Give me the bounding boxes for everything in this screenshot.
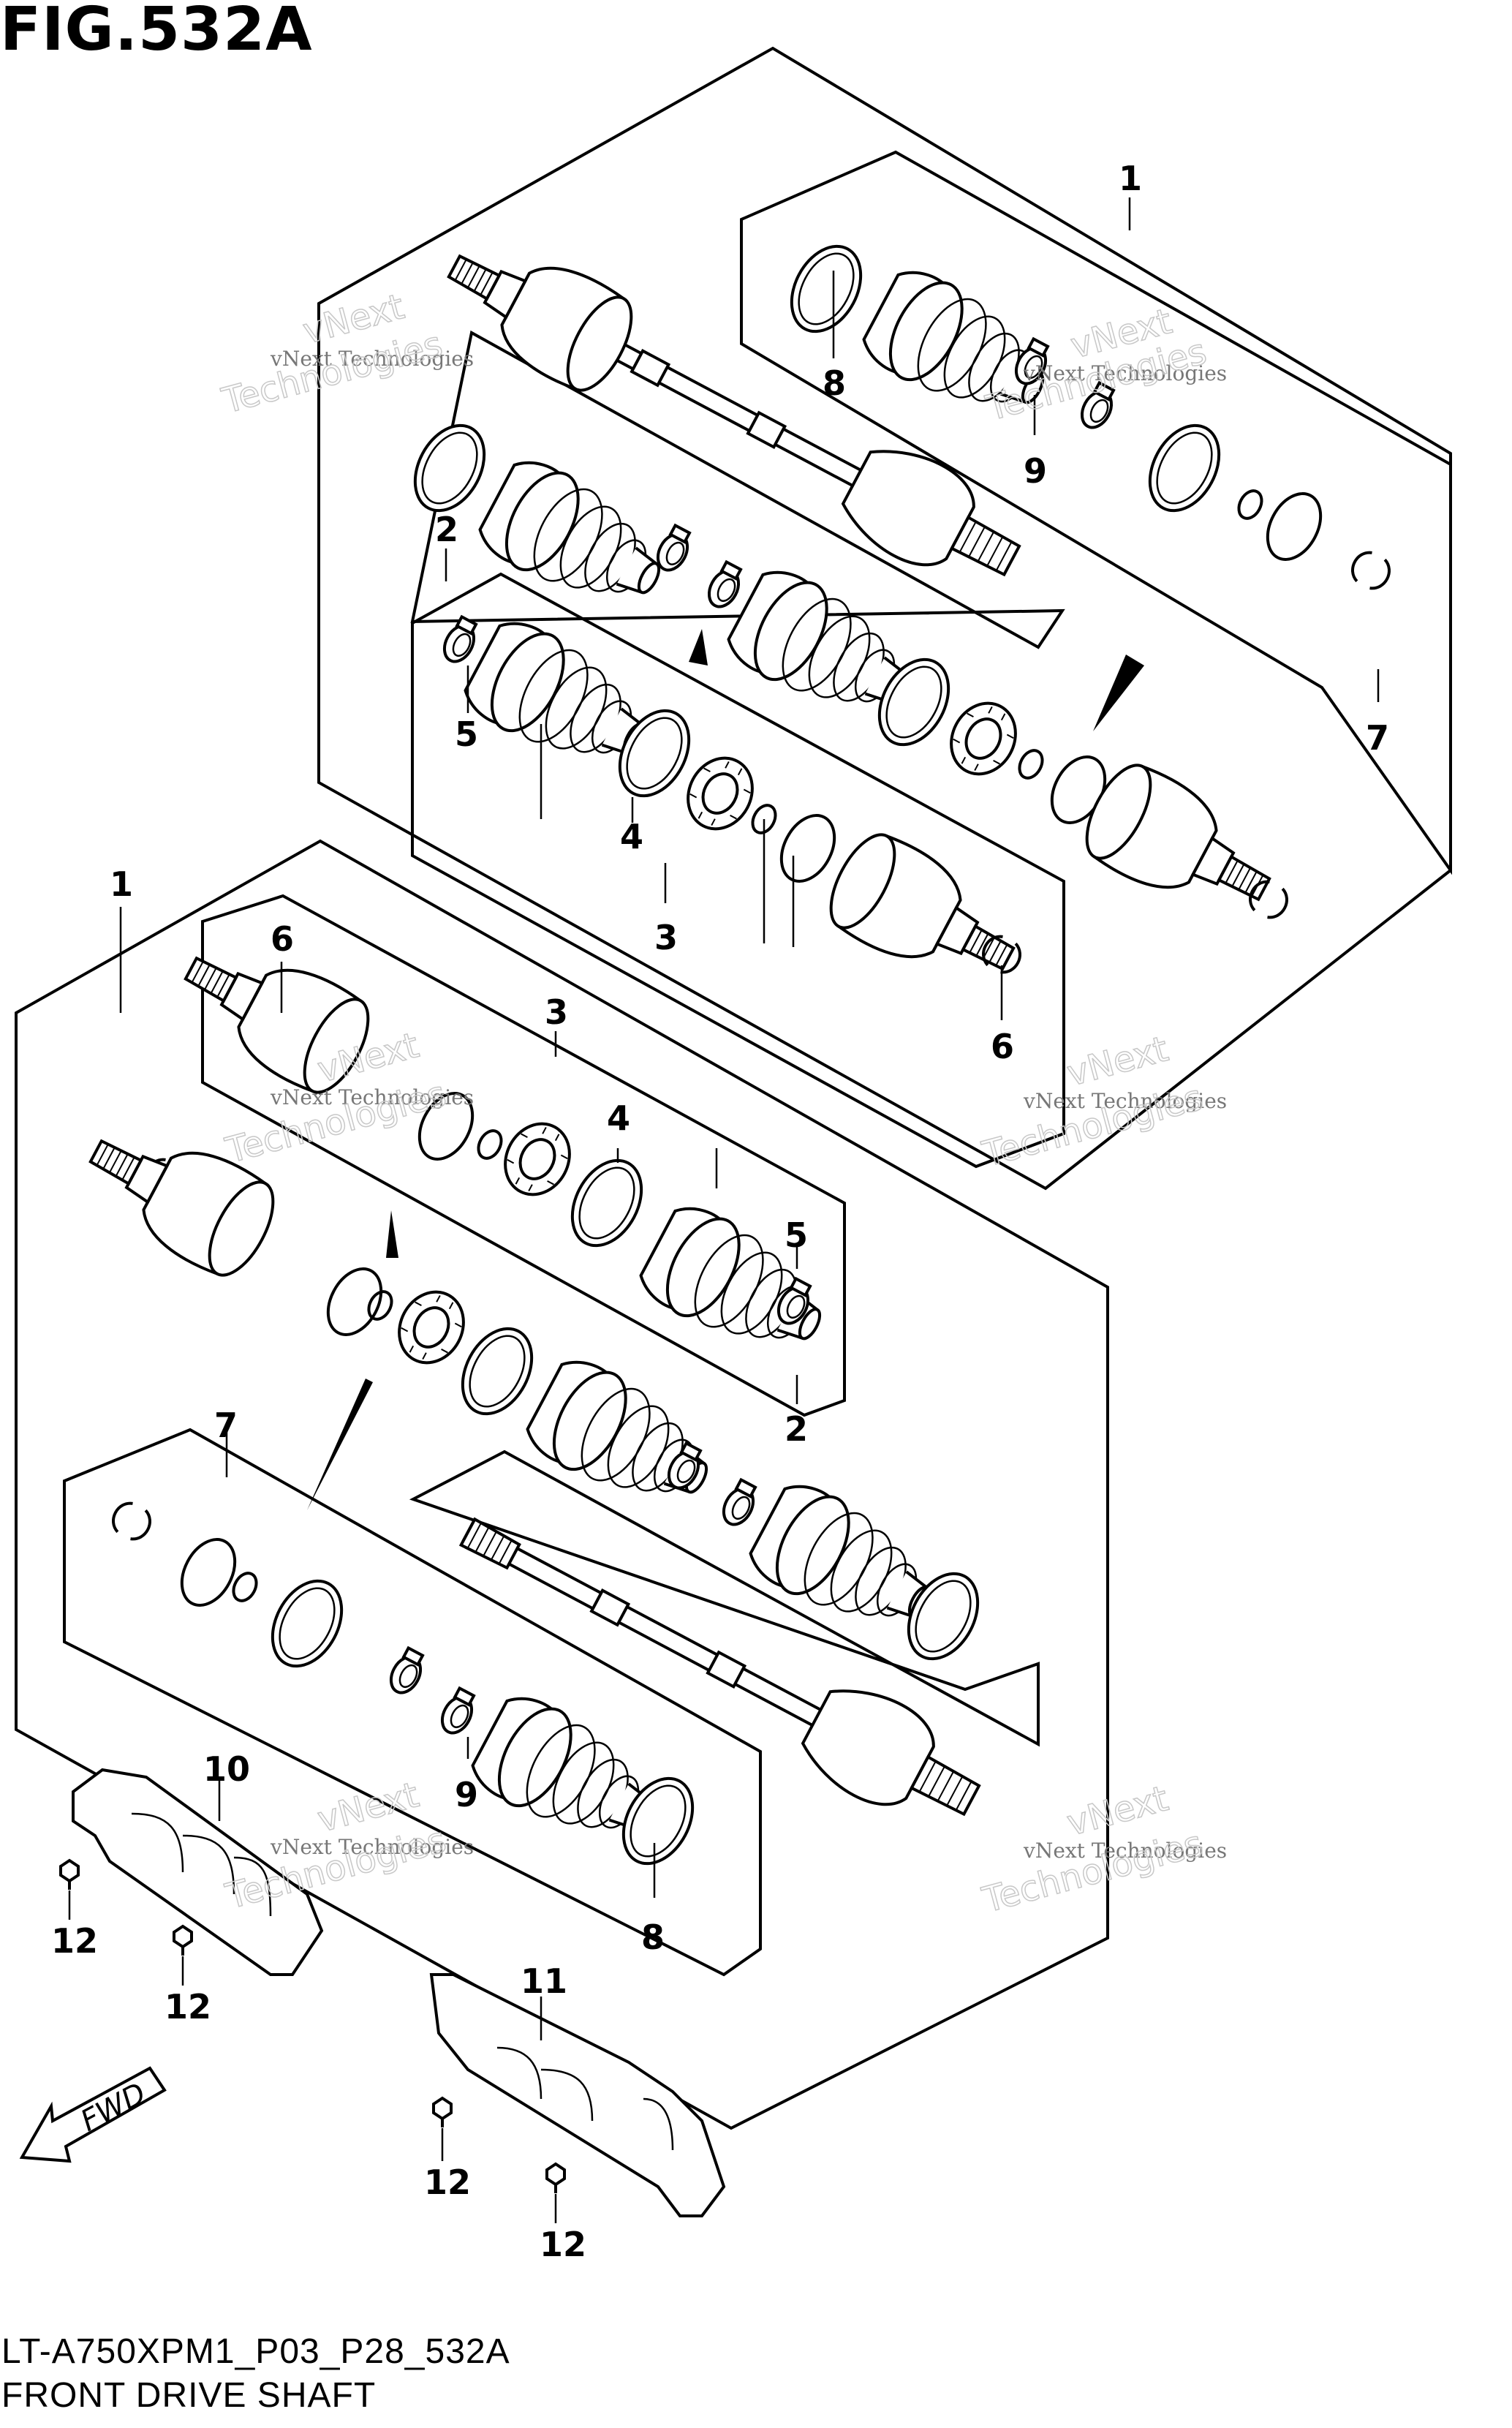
arrow-b: [1093, 655, 1144, 731]
callout-8-bottom: 8: [641, 1918, 665, 1957]
callout-12-a: 12: [51, 1921, 98, 1961]
lower-band-d: [259, 1569, 355, 1678]
lower-circlip-c: [108, 1498, 156, 1544]
callout-4-top: 4: [620, 817, 643, 856]
inner-cage: [676, 747, 764, 840]
callout-7-top: 7: [1366, 718, 1389, 758]
lower-band-e: [610, 1767, 706, 1876]
svg-text:vNext Technologies: vNext Technologies: [1023, 1839, 1227, 1863]
inner-housing: [817, 823, 1033, 1006]
lower-top-smallring: [474, 1127, 506, 1162]
lower-clamp-e: [436, 1687, 480, 1738]
upper-circlip: [1347, 548, 1395, 593]
callout-1-left: 1: [110, 864, 133, 904]
arrow-c: [307, 1379, 373, 1510]
c5-clamp: [439, 616, 483, 667]
callout-8-top: 8: [823, 363, 846, 403]
svg-text:vNext Technologies: vNext Technologies: [270, 1835, 474, 1859]
callout-9-bottom: 9: [455, 1775, 478, 1814]
callout-2-left: 2: [785, 1409, 808, 1449]
lower-boot-b: [520, 1350, 727, 1527]
bolt-12-d: [545, 2163, 566, 2195]
skid-plate-10: [72, 1768, 324, 1976]
bolt-12-b: [173, 1925, 193, 1957]
svg-text:vNext Technologies: vNext Technologies: [1023, 361, 1227, 385]
bolt-12-a: [59, 1859, 80, 1891]
callout-4-left: 4: [607, 1098, 630, 1138]
inner-ring: [771, 807, 845, 891]
lower-ring-c: [171, 1531, 246, 1615]
figure-code: LT-A750XPM1_P03_P28_532A: [1, 2332, 510, 2371]
callout-11: 11: [521, 1961, 567, 2001]
callout-12-b: 12: [165, 1987, 211, 2027]
callout-3-top: 3: [654, 918, 678, 957]
upper-band-large: [778, 235, 874, 344]
callout-3-left: 3: [545, 992, 568, 1032]
fwd-direction-arrow: FWD: [19, 2066, 167, 2163]
svg-text:vNext: vNext: [1063, 1028, 1173, 1094]
lower-top-band: [559, 1149, 655, 1258]
svg-text:vNext Technologies: vNext Technologies: [270, 347, 474, 371]
lower-smallring-b: [364, 1288, 396, 1323]
lower-clamp-d: [385, 1647, 429, 1698]
bolt-12-c: [432, 2097, 453, 2129]
svg-text:vNext Technologies: vNext Technologies: [270, 1085, 474, 1109]
callout-5-left: 5: [785, 1215, 808, 1255]
lower-ring-b: [317, 1260, 392, 1344]
mid-boot: [472, 450, 680, 627]
upper-smallring: [1234, 487, 1266, 522]
upper-ring: [1257, 485, 1331, 569]
upper-band-b: [1136, 414, 1233, 523]
callout-12-c: 12: [424, 2163, 471, 2202]
mid-clamp-b: [703, 561, 747, 612]
callout-9-top: 9: [1024, 451, 1047, 491]
mid-band: [401, 414, 498, 523]
mid-smallring: [1015, 747, 1047, 782]
callout-1-top: 1: [1119, 159, 1142, 198]
svg-text:vNext Technologies: vNext Technologies: [1023, 1089, 1227, 1113]
mid-cage: [939, 692, 1027, 785]
mid-band-b: [866, 648, 962, 757]
callout-7-left: 7: [214, 1406, 238, 1445]
callout-5-top: 5: [455, 715, 478, 754]
callout-6-mid: 6: [991, 1027, 1014, 1066]
skid-plate-11: [429, 1973, 726, 2217]
figure-name: FRONT DRIVE SHAFT: [1, 2376, 377, 2415]
lower-clamp-c: [718, 1479, 762, 1530]
lower-assembly: [15, 839, 1109, 2130]
callout-6-left: 6: [271, 919, 294, 959]
upper-assembly: [317, 46, 1452, 1191]
figure-title: FIG.532A: [0, 0, 313, 64]
arrow-d: [386, 1210, 398, 1258]
arrow-a: [689, 629, 708, 666]
svg-text:FWD: FWD: [75, 2076, 151, 2138]
lower-top-cage: [493, 1112, 581, 1206]
callout-10: 10: [203, 1749, 250, 1789]
lower-cage-b: [387, 1281, 475, 1374]
callout-12-d: 12: [540, 2225, 586, 2264]
callout-2-top: 2: [435, 510, 458, 549]
